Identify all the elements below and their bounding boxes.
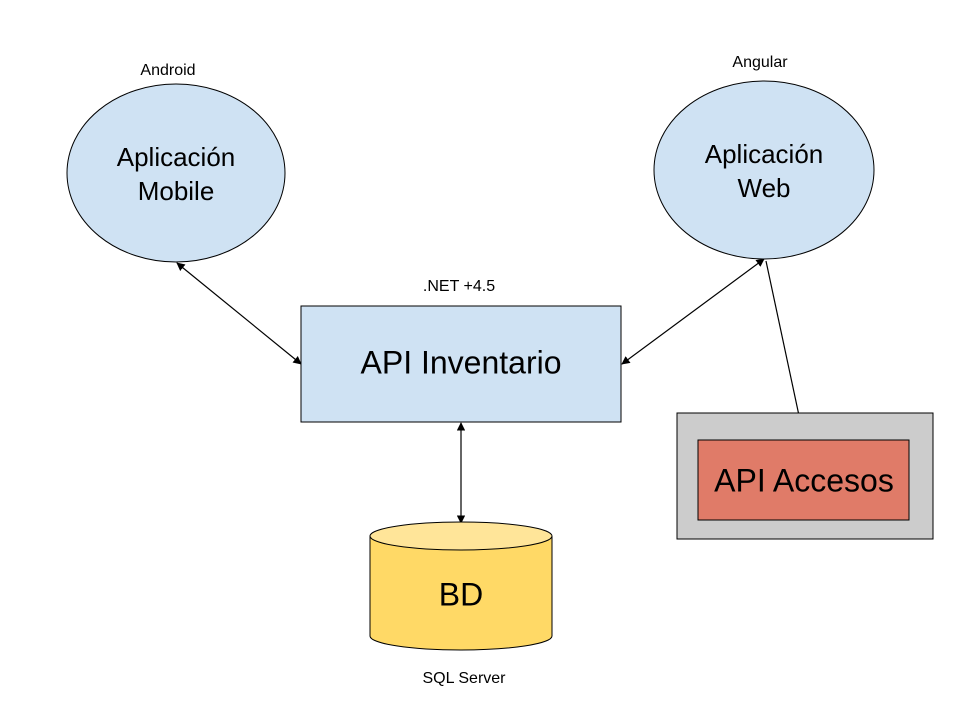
- connector-web-api-inventario: [621, 258, 765, 365]
- node-api-accesos: API Accesos: [676, 412, 934, 540]
- node-aplicacion-mobile-label-line1: Aplicación: [117, 142, 236, 172]
- node-database: BD: [369, 521, 553, 651]
- node-api-accesos-shape: [697, 439, 910, 521]
- node-aplicacion-web-label-line1: Aplicación: [705, 139, 824, 169]
- node-database-body: [369, 536, 553, 651]
- tech-label-android: Android: [140, 62, 195, 79]
- connector-web-api-accesos: [765, 260, 807, 440]
- node-api-inventario: API Inventario: [300, 305, 622, 423]
- node-database-label: BD: [439, 576, 483, 612]
- node-aplicacion-web-label-line2: Web: [738, 173, 791, 203]
- node-aplicacion-mobile: Aplicación Mobile: [66, 83, 286, 263]
- tech-label-angular: Angular: [732, 54, 788, 71]
- node-api-inventario-label: API Inventario: [361, 344, 562, 380]
- node-database-top: [369, 521, 553, 551]
- node-aplicacion-mobile-label-line2: Mobile: [138, 176, 215, 206]
- tech-label-dotnet: .NET +4.5: [423, 278, 495, 295]
- node-api-accesos-label: API Accesos: [714, 462, 894, 498]
- node-aplicacion-web-shape: [653, 80, 875, 260]
- node-aplicacion-mobile-shape: [66, 83, 286, 263]
- node-aplicacion-web: Aplicación Web: [653, 80, 875, 260]
- connector-mobile-api-inventario: [176, 262, 302, 365]
- node-api-inventario-shape: [300, 305, 622, 423]
- tech-label-sql-server: SQL Server: [423, 670, 507, 687]
